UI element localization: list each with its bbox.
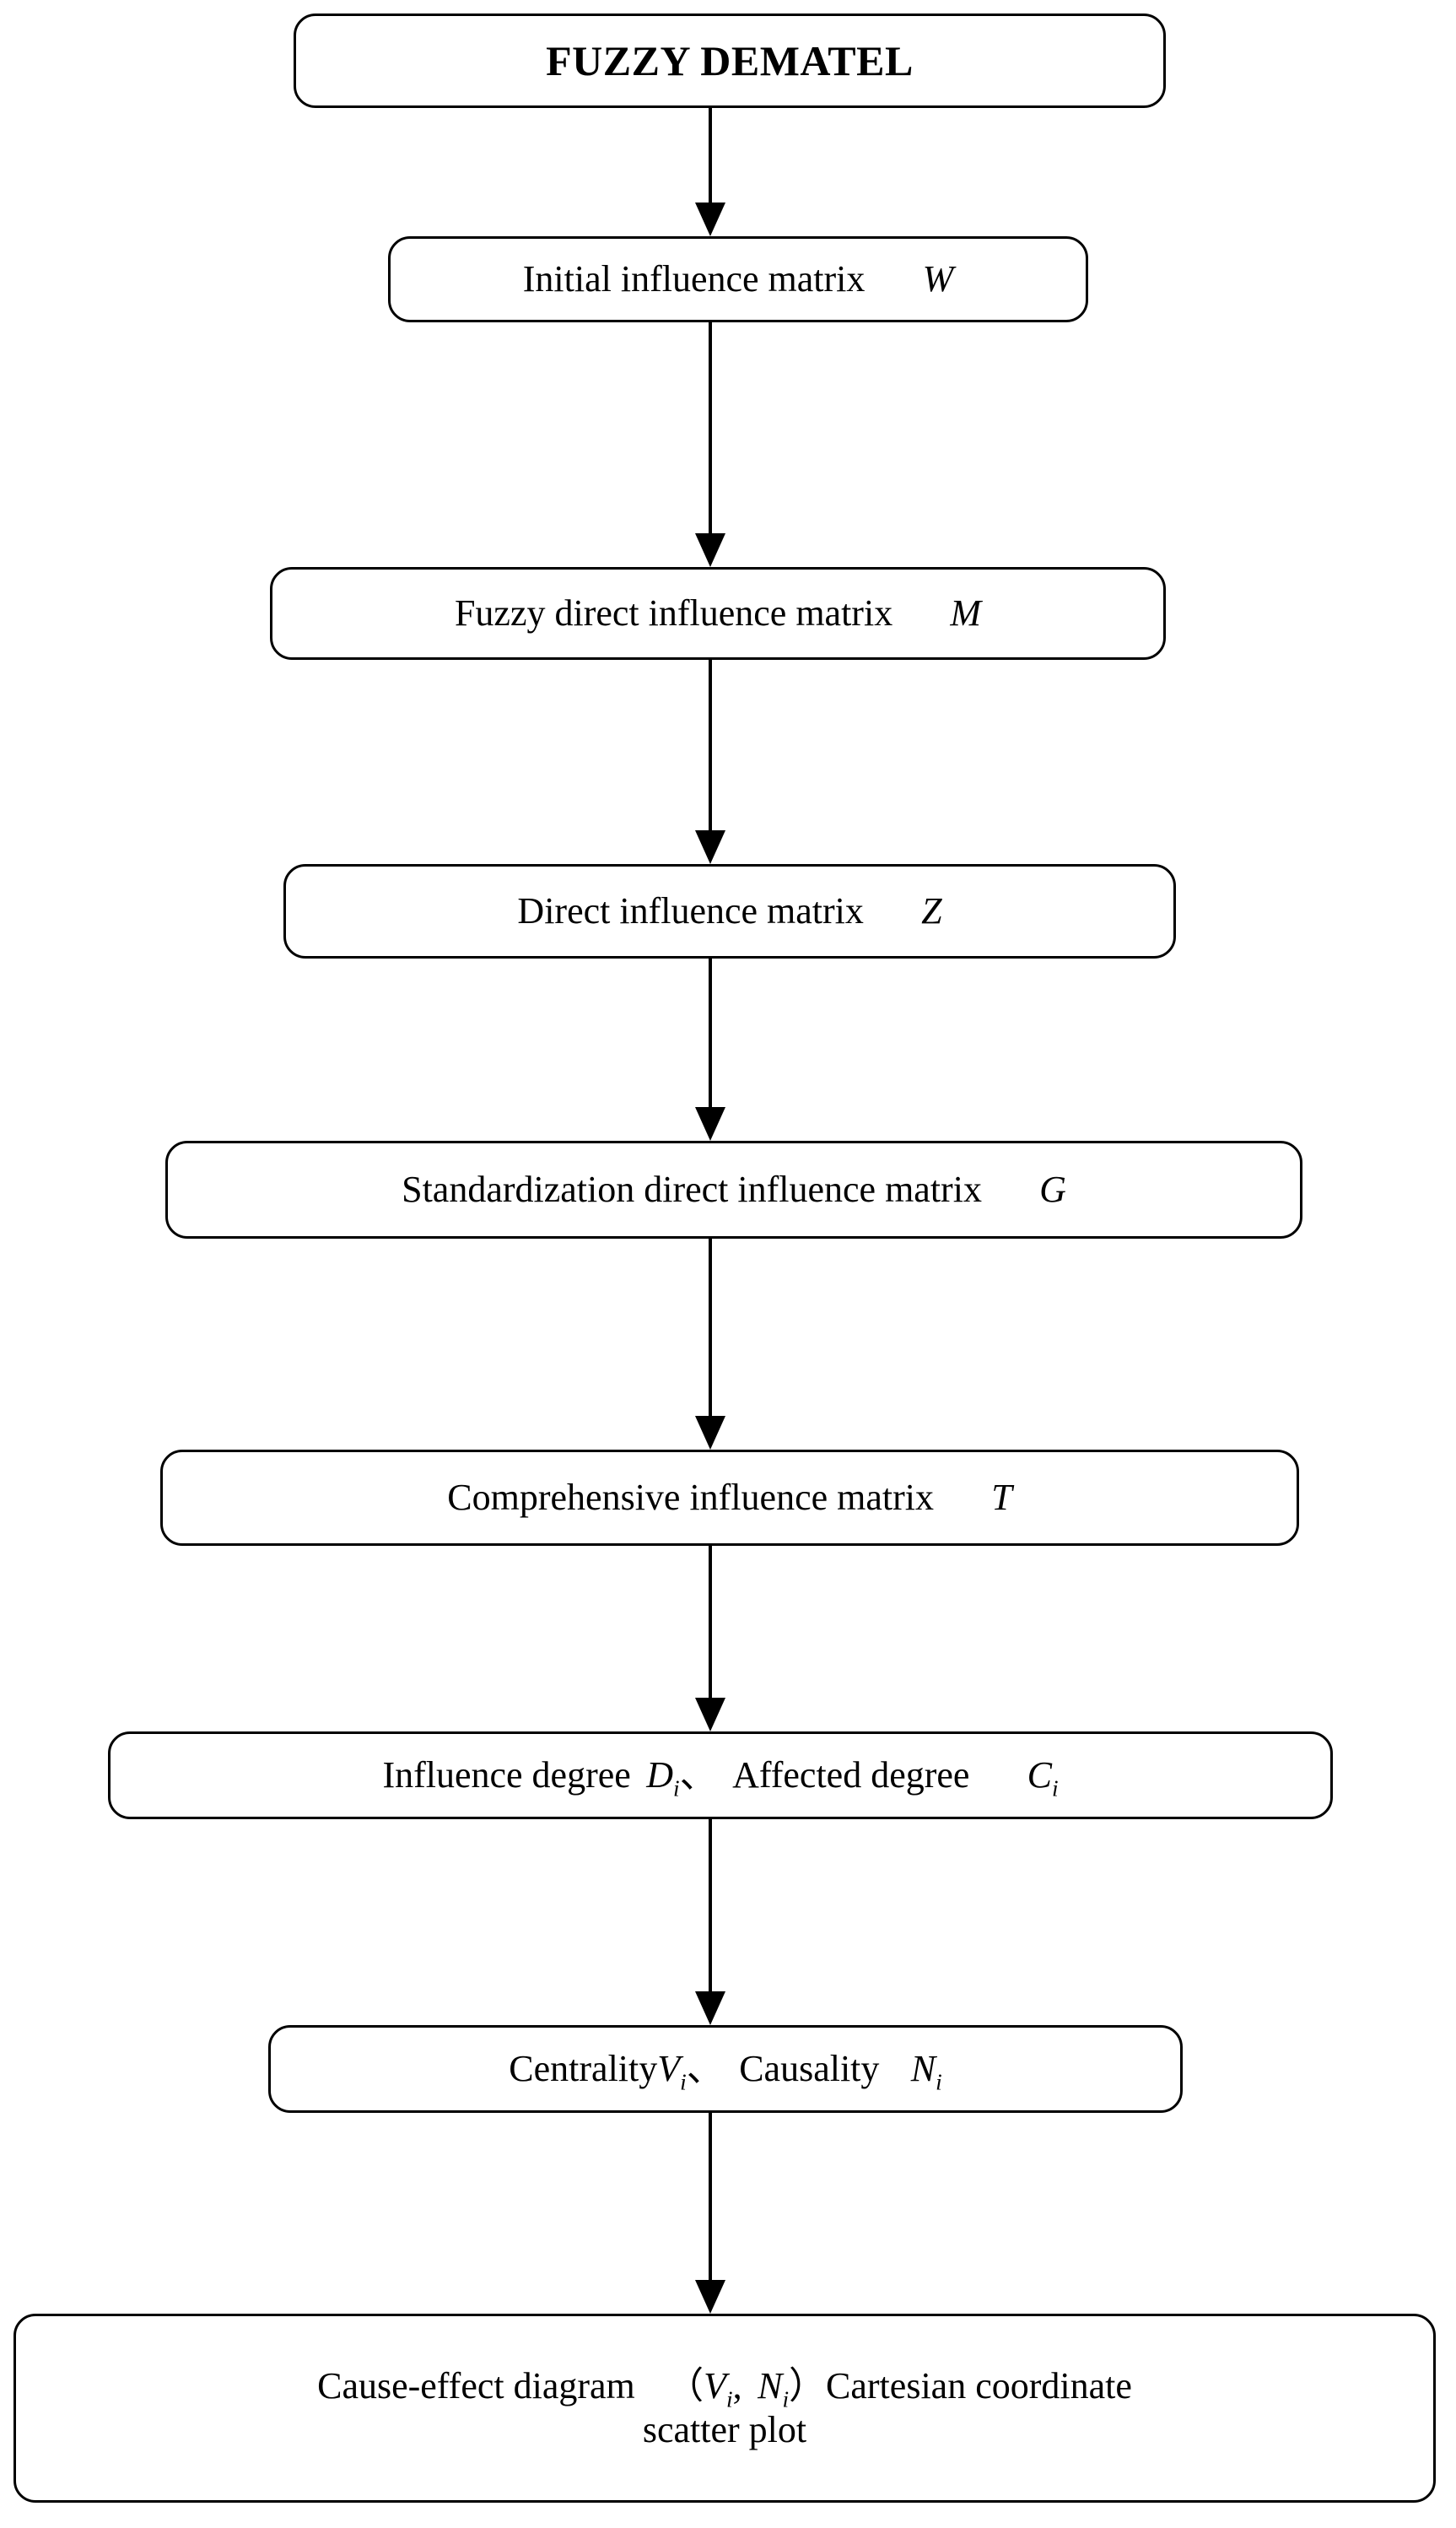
node-comprehensive-influence-matrix-label: Comprehensive influence matrix T [435,1476,1023,1520]
paren-close: ） [789,2365,827,2407]
arrow-shaft [709,660,712,830]
affected-degree-symbol: Ci [1027,1754,1059,1801]
node-standardization-direct-influence-matrix-text: Standardization direct influence matrix [402,1169,982,1211]
node-initial-influence-matrix-text: Initial influence matrix [522,258,866,300]
node-initial-influence-matrix-symbol: W [922,258,954,300]
arrow-initial-to-fuzzy-direct [693,322,727,567]
arrow-head [695,533,725,567]
node-comprehensive-influence-matrix: Comprehensive influence matrix T [160,1450,1299,1546]
cartesian-coordinate-text: Cartesian coordinate [826,2365,1132,2407]
arrow-comprehensive-to-degrees [693,1546,727,1731]
node-standardization-direct-influence-matrix-symbol: G [1039,1169,1066,1211]
arrow-degrees-to-centrality [693,1819,727,2025]
arrow-head [695,1991,725,2025]
node-initial-influence-matrix: Initial influence matrix W [388,236,1088,322]
node-initial-influence-matrix-label: Initial influence matrix W [511,257,965,301]
arrow-shaft [709,959,712,1107]
node-fuzzy-dematel: FUZZY DEMATEL [294,14,1166,108]
arrow-direct-to-standardization [693,959,727,1141]
node-comprehensive-influence-matrix-text: Comprehensive influence matrix [447,1477,935,1519]
arrow-fuzzy-direct-to-direct [693,660,727,864]
arrow-head [695,203,725,236]
node-direct-influence-matrix-label: Direct influence matrix Z [505,889,953,933]
node-fuzzy-dematel-label: FUZZY DEMATEL [546,36,914,84]
node-centrality-causality-label: CentralityVi、 Causality Ni [497,2047,953,2095]
centrality-symbol: Vi [704,2365,733,2412]
scatter-plot-text: scatter plot [642,2409,807,2450]
arrow-head [695,1107,725,1141]
node-centrality-causality: CentralityVi、 Causality Ni [268,2025,1183,2113]
node-standardization-direct-influence-matrix: Standardization direct influence matrix G [165,1141,1302,1239]
node-fuzzy-direct-influence-matrix-label: Fuzzy direct influence matrix M [443,591,993,635]
arrow-standardization-to-comprehensive [693,1239,727,1450]
causality-text: Causality [739,2048,880,2090]
node-standardization-direct-influence-matrix-label: Standardization direct influence matrix G [390,1168,1078,1212]
paren-open: （ [666,2365,704,2407]
node-direct-influence-matrix-text: Direct influence matrix [517,890,864,932]
node-cause-effect-diagram: Cause-effect diagram （Vi, Ni）Cartesian coo… [13,2314,1436,2503]
node-comprehensive-influence-matrix-symbol: T [991,1477,1012,1519]
arrow-shaft [709,322,712,533]
centrality-text: Centrality [509,2048,658,2090]
arrow-shaft [709,1546,712,1698]
arrow-shaft [709,108,712,203]
enumeration-comma: 、 [686,2048,724,2090]
affected-degree-text: Affected degree [732,1754,970,1796]
node-cause-effect-diagram-label: Cause-effect diagram （Vi, Ni）Cartesian coo… [305,2364,1144,2452]
causality-symbol: Ni [910,2048,942,2095]
node-influence-affected-degree: Influence degree Di、 Affected degree Ci [108,1731,1333,1819]
arrow-shaft [709,1819,712,1991]
coordinate-comma: , [732,2365,742,2407]
node-influence-affected-degree-label: Influence degree Di、 Affected degree Ci [370,1753,1070,1801]
influence-degree-symbol: Di [646,1754,680,1801]
node-direct-influence-matrix-symbol: Z [921,890,942,932]
arrow-head [695,830,725,864]
arrow-head [695,1698,725,1731]
arrow-shaft [709,1239,712,1416]
node-fuzzy-direct-influence-matrix-symbol: M [950,592,982,635]
node-direct-influence-matrix: Direct influence matrix Z [283,864,1176,959]
cause-effect-diagram-text: Cause-effect diagram [317,2365,635,2407]
causality-symbol: Ni [758,2365,790,2412]
arrow-head [695,2280,725,2314]
arrow-head [695,1416,725,1450]
node-fuzzy-direct-influence-matrix-text: Fuzzy direct influence matrix [454,592,893,635]
arrow-centrality-to-cause-effect [693,2113,727,2314]
node-fuzzy-direct-influence-matrix: Fuzzy direct influence matrix M [270,567,1166,660]
arrow-shaft [709,2113,712,2280]
influence-degree-text: Influence degree [382,1754,631,1796]
arrow-dematel-to-initial [693,108,727,236]
centrality-symbol: Vi [657,2048,687,2095]
enumeration-comma: 、 [679,1754,717,1796]
